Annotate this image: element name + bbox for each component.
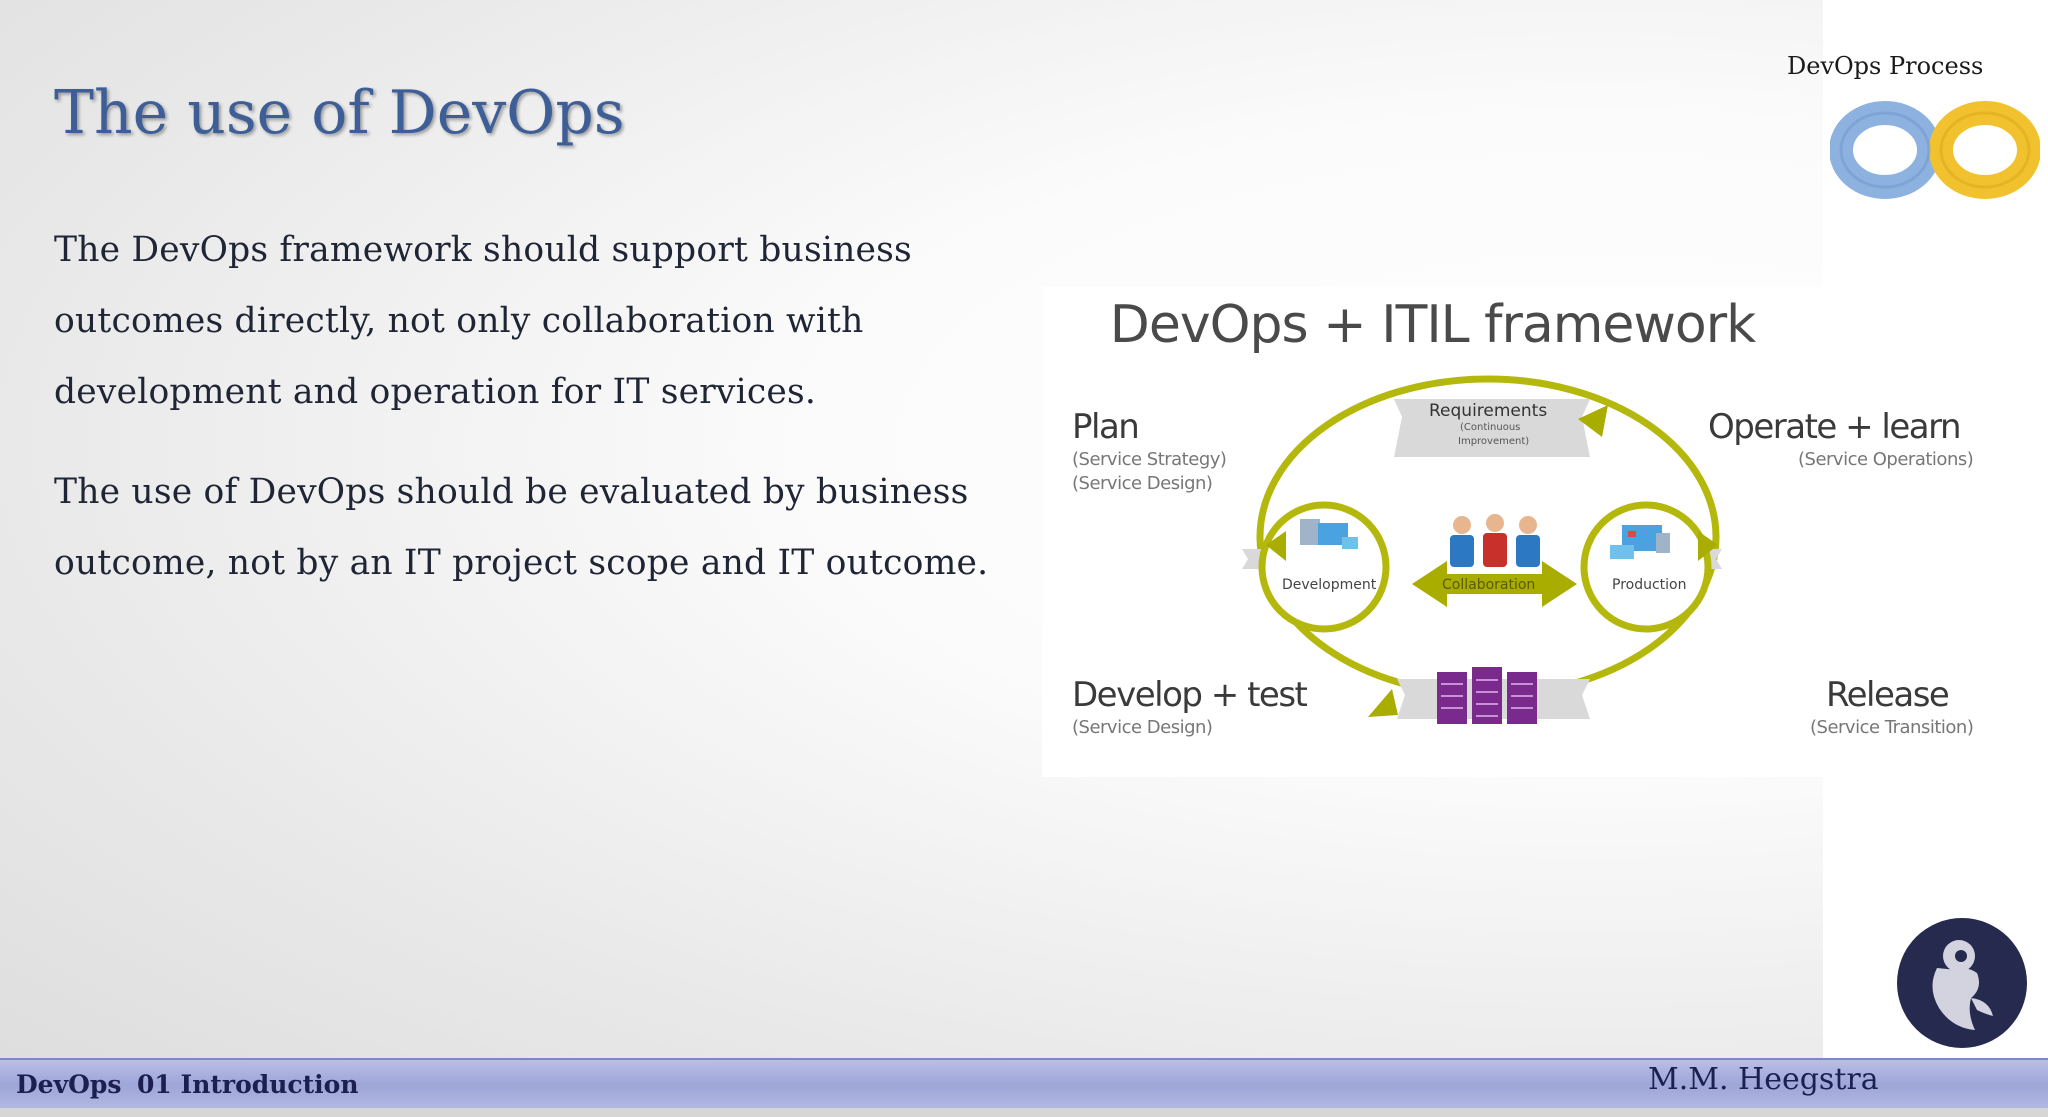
development-label: Development: [1282, 577, 1377, 593]
paragraph-line: outcomes directly, not only collaboratio…: [54, 301, 864, 341]
operate-label: Operate + learn: [1708, 407, 1962, 447]
requirements-sub-improvement: Improvement): [1458, 436, 1530, 447]
footer-course: DevOps: [16, 1070, 122, 1099]
footer-section: 01 Introduction: [137, 1070, 359, 1099]
paragraph-line: outcome, not by an IT project scope and …: [54, 543, 989, 583]
paragraph-evaluation: The use of DevOps should be evaluated by…: [54, 457, 988, 599]
author-logo: [1897, 918, 2027, 1048]
footer-bar: [0, 1058, 2048, 1110]
paragraph-line: The DevOps framework should support busi…: [54, 230, 912, 270]
devops-infinity-loop-icon: [1830, 101, 2040, 199]
production-computer-icon: [1610, 525, 1670, 559]
paragraph-line: development and operation for IT service…: [54, 372, 817, 412]
paragraph-line: The use of DevOps should be evaluated by…: [54, 472, 969, 512]
lion-emblem-icon: [1932, 940, 1993, 1030]
diagram-title: DevOps + ITIL framework: [1109, 295, 1756, 355]
servers-icon: [1437, 667, 1537, 724]
plan-sub-design: (Service Design): [1072, 473, 1213, 494]
devops-process-label: DevOps Process: [1787, 52, 1984, 80]
requirements-label: Requirements: [1429, 401, 1548, 421]
requirements-sub-continuous: (Continuous: [1460, 422, 1521, 433]
collaboration-label: Collaboration: [1442, 577, 1536, 593]
plan-sub-strategy: (Service Strategy): [1072, 449, 1227, 470]
footer-bottom-strip: [0, 1108, 2048, 1117]
collaboration-arrow: [1412, 561, 1577, 607]
footer-author: M.M. Heegstra: [1648, 1062, 1879, 1097]
develop-test-sub: (Service Design): [1072, 717, 1213, 738]
plan-label: Plan: [1072, 407, 1140, 447]
paragraph-business-outcomes: The DevOps framework should support busi…: [54, 215, 912, 428]
slide-title: The use of DevOps: [54, 78, 625, 148]
collaboration-people-icon: [1450, 514, 1540, 567]
develop-test-label: Develop + test: [1072, 675, 1308, 715]
release-sub: (Service Transition): [1810, 717, 1974, 738]
operate-sub: (Service Operations): [1798, 449, 1974, 470]
development-computer-icon: [1300, 519, 1358, 549]
devops-itil-diagram: DevOps + ITIL framework Plan (Service St…: [1042, 287, 1974, 777]
diagram-graphic: [1242, 375, 1722, 724]
release-label: Release: [1826, 675, 1950, 715]
requirements-banner: [1394, 399, 1590, 457]
production-label: Production: [1612, 577, 1687, 593]
